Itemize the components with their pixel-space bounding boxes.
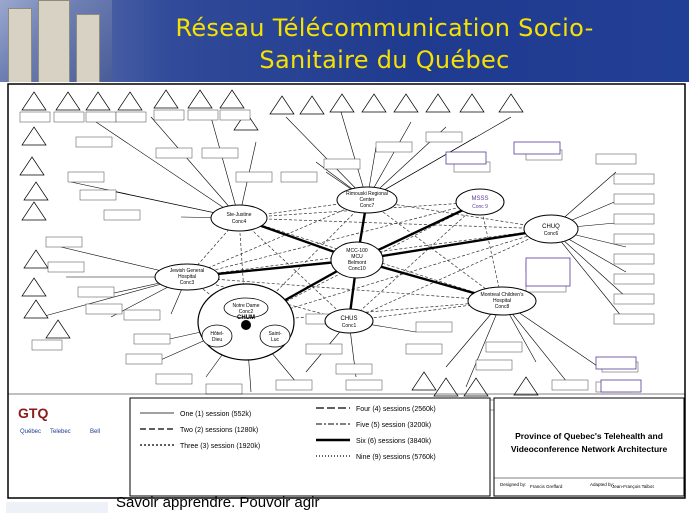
hub-label-mch-1: Montreal Children's [481,292,524,298]
hub-label-nd-2: Conc2 [239,309,254,315]
site-boxes [19,109,655,411]
site-triangles [19,89,539,397]
gtq-logo: GTQ Québec Telebec Bell [18,405,100,435]
partner-bell: Bell [90,429,100,435]
legend-one: One (1) session (552k) [180,411,251,418]
purple-boxes [445,141,642,393]
legend-three: Three (3) session (1920k) [180,443,260,450]
legend-two: Two (2) sessions (1280k) [180,427,258,434]
hub-label-mch-3: Conc8 [495,304,510,310]
legend-six: Six (6) sessions (3840k) [356,438,431,445]
credit-designer: Francis Greffard [530,484,563,489]
credits: Designed by: Francis Greffard Adapted by… [500,482,654,489]
footer-slogan: Savoir apprendre. Pouvoir agir [116,494,320,511]
hub-label-hd-1: Hôtel- [210,331,224,337]
hub-label-msss-2: Conc 9 [472,204,488,210]
credit-designed-label: Designed by: [500,482,526,487]
partner-quebec: Québec [20,429,41,435]
hub-label-chum: CHUM [237,315,255,321]
slide-title-line2: Sanitaire du Québec [259,46,510,74]
credit-adapted-label: Adapted by: [590,482,614,487]
hub-label-jgh-3: Conc3 [180,280,195,286]
header-banner [0,0,689,82]
network-title-line1: Province of Quebec's Telehealth and [515,431,663,441]
hub-ellipses [154,186,579,334]
hub-label-mcu-2: MCU [351,254,363,260]
hub-label-chuq-1: CHUQ [542,224,560,230]
hub-label-hd-2: Dieu [212,337,223,343]
hub-label-mcu-1: MCC-100 [346,248,368,254]
legend-box [129,397,491,497]
slide-title-line1: Réseau Télécommunication Socio- [175,14,594,42]
building-photo [0,0,112,84]
hub-label-mcu-3: Belmont [348,260,367,266]
hub-label-ste-1: Ste-Justine [226,212,251,218]
hub-label-rim-1: Rimouski Regional [346,191,388,197]
network-title-line2: Videoconference Network Architecture [511,444,668,454]
hub-label-sl-2: Luc [271,337,280,343]
network-diagram: Ste-Justine Conc4 Rimouski Regional Cent… [6,82,687,502]
hub-label-chus-1: CHUS [340,316,357,322]
legend-five: Five (5) session (3200k) [356,422,431,429]
hub-labels: Ste-Justine Conc4 Rimouski Regional Cent… [170,191,560,343]
hub-label-sl-1: Saint- [268,331,281,337]
credit-adapter: Jean-François Talbot [612,484,654,489]
hub-label-rim-3: Conc7 [360,203,375,209]
legend-four: Four (4) sessions (2560k) [356,406,436,413]
hub-label-chus-2: Conc1 [342,323,357,329]
hub-label-nd-1: Notre Dame [233,303,260,309]
hub-label-mcu-4: Conc10 [348,266,365,272]
hub-label-mch-2: Hospital [493,298,511,304]
hub-label-jgh-2: Hospital [178,274,196,280]
network-title: Province of Quebec's Telehealth and Vide… [511,431,668,454]
legend-nine: Nine (9) sessions (5760k) [356,454,436,461]
hub-label-ste-2: Conc4 [232,219,247,225]
legend-labels: One (1) session (552k) Two (2) sessions … [180,406,436,461]
hub-label-jgh-1: Jewish General [170,268,204,274]
partner-telebec: Telebec [50,429,71,435]
hub-label-rim-2: Center [359,197,374,203]
hub-label-msss-1: MSSS [471,196,488,202]
title-box [493,397,685,497]
gtq-logo-text: GTQ [18,405,48,421]
chum-hub-icon [241,320,251,330]
hub-label-chuq-2: Conc6 [544,231,559,237]
